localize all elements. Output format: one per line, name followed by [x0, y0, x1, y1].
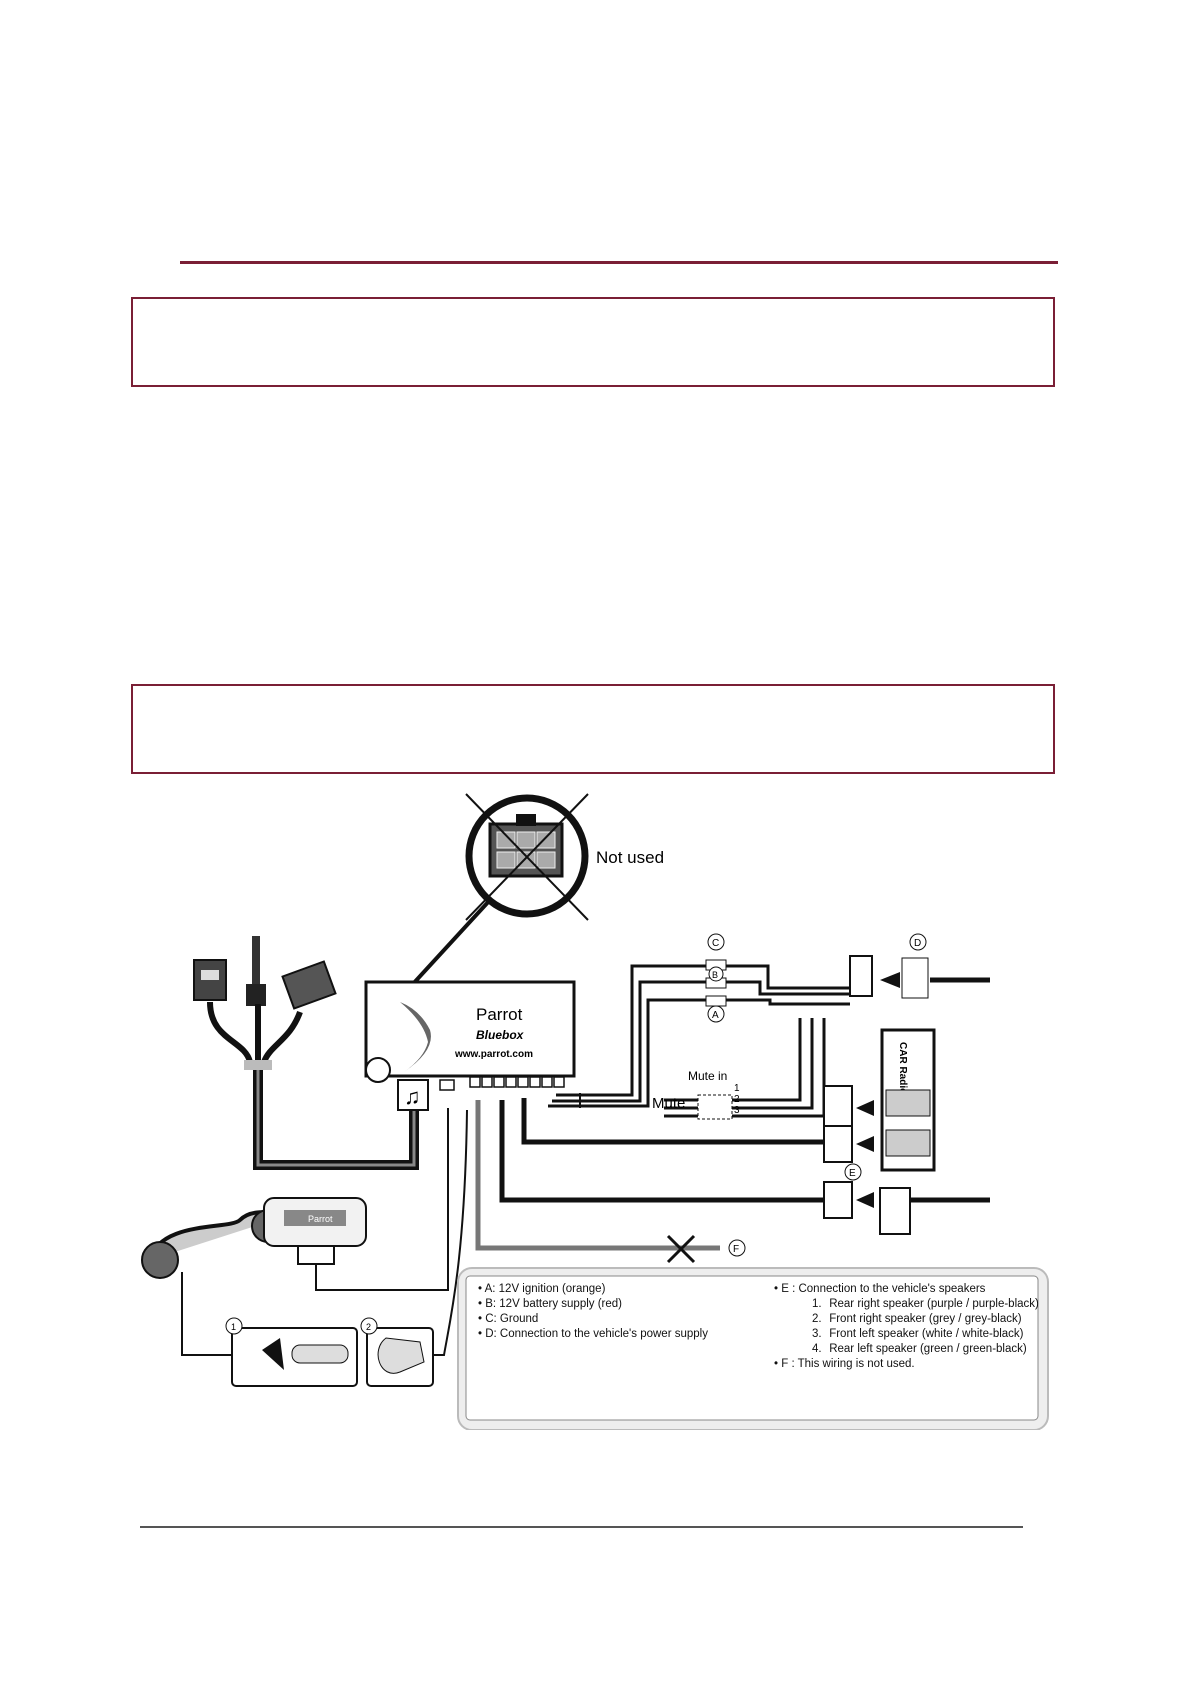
mute-label: Mute	[652, 1095, 685, 1112]
car-radio-label: CAR Radio	[897, 1042, 908, 1094]
speaker-text: Rear right speaker (purple / purple-blac…	[829, 1298, 1039, 1310]
legend-speaker-2: 2. Front right speaker (grey / grey-blac…	[774, 1312, 1044, 1327]
content-box-middle	[131, 684, 1055, 774]
legend-speaker-1: 1. Rear right speaker (purple / purple-b…	[774, 1297, 1044, 1312]
callout-c: C	[712, 938, 719, 949]
speaker-text: Front left speaker (white / white-black)	[829, 1328, 1024, 1340]
ipod-connector-icon	[281, 960, 337, 1010]
parrot-url: www.parrot.com	[454, 1049, 533, 1060]
microphone-and-display: Parrot	[141, 1108, 468, 1356]
callout-f: F	[733, 1244, 739, 1255]
cross-icon	[666, 1234, 696, 1264]
callout-b: B	[712, 970, 718, 980]
speaker-number: 1.	[812, 1298, 822, 1310]
legend-item-e: • E : Connection to the vehicle's speake…	[774, 1283, 986, 1295]
speaker-number: 4.	[812, 1343, 822, 1355]
music-note-icon: ♫	[404, 1084, 421, 1109]
callout-d: D	[914, 938, 921, 949]
step-1-badge: 1	[231, 1322, 236, 1332]
header-rule	[180, 261, 1058, 264]
not-used-label: Not used	[596, 848, 664, 867]
mute-pin-1: 1	[734, 1083, 740, 1094]
speaker-wiring: Mute in Mute 1 2 3 E F	[475, 1018, 874, 1264]
install-steps: 1 2	[225, 1317, 434, 1387]
speaker-text: Front right speaker (grey / grey-black)	[829, 1313, 1022, 1325]
legend-item-b: • B: 12V battery supply (red)	[478, 1298, 623, 1310]
legend-speaker-3: 3. Front left speaker (white / white-bla…	[774, 1327, 1044, 1342]
unused-connector-detail: Not used	[376, 793, 664, 1024]
legend-item-c: • C: Ground	[478, 1313, 539, 1325]
speaker-text: Rear left speaker (green / green-black)	[829, 1343, 1027, 1355]
callout-e: E	[849, 1168, 856, 1179]
parrot-brand: Parrot	[476, 1005, 523, 1024]
mute-in-label: Mute in	[688, 1069, 727, 1083]
power-wiring: C B A D	[548, 933, 990, 1108]
display-brand: Parrot	[308, 1214, 333, 1224]
wiring-diagram: Not used Parrot Bluebox www.parrot.com ♫	[141, 793, 1049, 1430]
legend-item-d: • D: Connection to the vehicle's power s…	[478, 1328, 708, 1340]
mute-pin-2: 2	[734, 1094, 740, 1105]
input-cables: ♫	[193, 936, 429, 1170]
legend-power-list: • A: 12V ignition (orange) • B: 12V batt…	[478, 1282, 768, 1342]
car-radio: CAR Radio	[879, 1028, 990, 1235]
speaker-number: 3.	[812, 1328, 822, 1340]
legend-item-f: • F : This wiring is not used.	[774, 1358, 915, 1370]
legend: • A: 12V ignition (orange) • B: 12V batt…	[468, 1282, 1039, 1412]
content-box-top	[131, 297, 1055, 387]
speaker-number: 2.	[812, 1313, 822, 1325]
legend-speaker-list: • E : Connection to the vehicle's speake…	[774, 1282, 1044, 1372]
jack-connector-icon	[252, 936, 260, 996]
footer-rule	[140, 1526, 1023, 1528]
bluebox-unit: Parrot Bluebox www.parrot.com	[364, 980, 576, 1091]
mute-pin-3: 3	[734, 1105, 740, 1116]
bluebox-model: Bluebox	[476, 1028, 525, 1042]
legend-speaker-4: 4. Rear left speaker (green / green-blac…	[774, 1342, 1044, 1357]
legend-item-a: • A: 12V ignition (orange)	[478, 1283, 606, 1295]
legend-panel	[465, 1275, 1039, 1421]
step-2-badge: 2	[366, 1322, 371, 1332]
callout-a: A	[712, 1010, 719, 1021]
